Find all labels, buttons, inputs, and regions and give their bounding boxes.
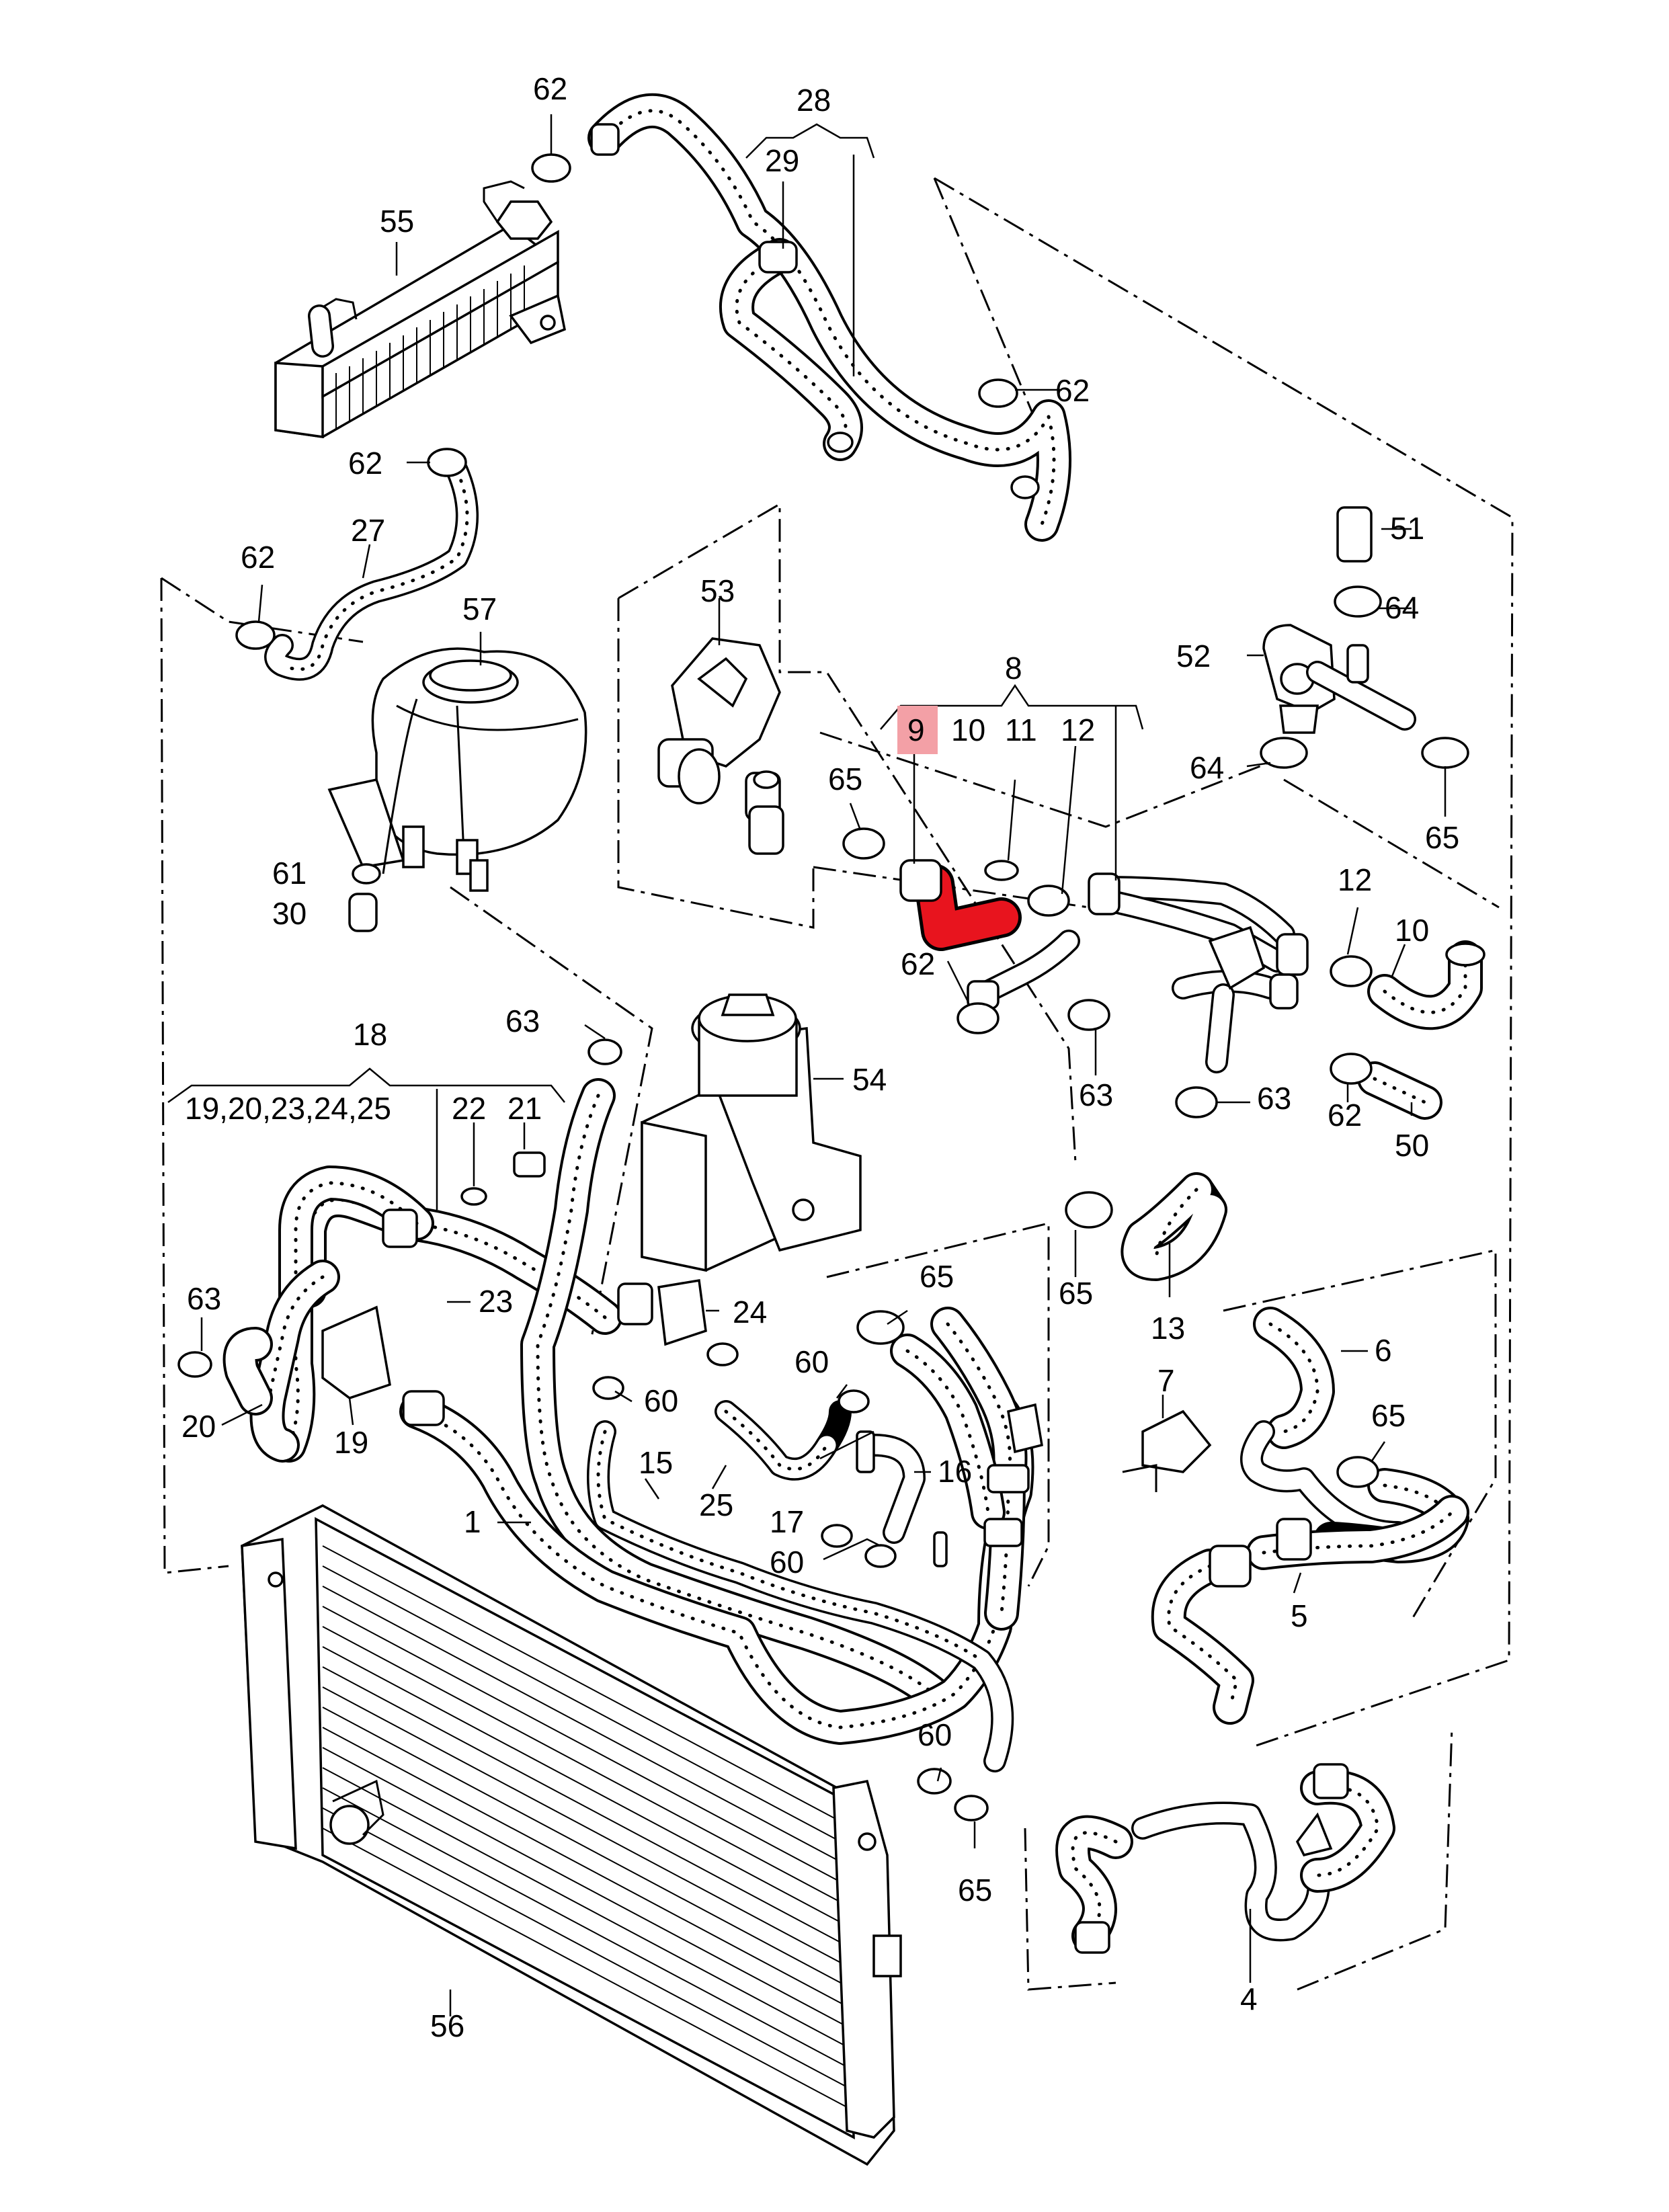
label-65: 65 <box>1425 820 1459 855</box>
label-62: 62 <box>1328 1098 1362 1133</box>
leader-lines <box>167 114 1447 2016</box>
label-28: 28 <box>797 83 831 118</box>
label-12: 12 <box>1061 712 1095 747</box>
label-65: 65 <box>958 1873 992 1908</box>
label-62: 62 <box>348 446 382 481</box>
label-64: 64 <box>1385 590 1419 625</box>
label-1: 1 <box>464 1504 481 1539</box>
label-65: 65 <box>1371 1398 1406 1433</box>
hose-28-29 <box>587 93 1071 542</box>
label-25: 25 <box>699 1487 733 1522</box>
hose-clamps <box>177 153 1469 1821</box>
oil-filter-housing-54 <box>641 993 862 1272</box>
radiator-56 <box>241 1504 902 2166</box>
expansion-tank-57 <box>327 647 587 932</box>
label-61: 61 <box>272 856 307 891</box>
label-30: 30 <box>272 896 307 931</box>
label-60: 60 <box>918 1717 952 1752</box>
label-62: 62 <box>241 540 275 575</box>
pump-53 <box>657 637 784 855</box>
cap-30 <box>348 893 378 932</box>
label-60: 60 <box>795 1344 829 1379</box>
label-27: 27 <box>351 513 385 548</box>
label-24: 24 <box>733 1295 767 1329</box>
coolant-pipe-8 <box>967 860 1309 1073</box>
label-60: 60 <box>770 1545 804 1580</box>
label-10: 10 <box>951 712 985 747</box>
label-22: 22 <box>452 1091 486 1126</box>
label-64: 64 <box>1190 750 1224 785</box>
hose-27 <box>264 304 479 681</box>
label-7: 7 <box>1157 1363 1175 1398</box>
label-17: 17 <box>770 1504 804 1539</box>
label-9-highlight-box <box>897 706 938 754</box>
label-56: 56 <box>430 2008 464 2043</box>
label-65: 65 <box>920 1259 954 1294</box>
label-12: 12 <box>1338 862 1372 897</box>
label-4: 4 <box>1240 1981 1258 2016</box>
label-54: 54 <box>852 1062 887 1097</box>
label-19-group: 19,20,23,24,25 <box>185 1091 391 1126</box>
hoses-1-15 <box>399 1078 1043 1772</box>
hoses-right-top <box>1262 506 1485 1120</box>
label-63: 63 <box>187 1281 221 1316</box>
label-62: 62 <box>1055 373 1090 408</box>
label-62: 62 <box>901 946 935 981</box>
label-63: 63 <box>1257 1081 1291 1116</box>
hoses-left-group-18 <box>222 1151 707 1463</box>
label-10: 10 <box>1395 913 1429 948</box>
label-11: 11 <box>1005 712 1037 747</box>
label-5: 5 <box>1291 1598 1308 1633</box>
label-15: 15 <box>639 1445 673 1480</box>
label-60: 60 <box>644 1383 678 1418</box>
part-labels: 62 28 29 55 62 62 27 51 62 53 64 57 52 8… <box>181 71 1459 2043</box>
hose-9-highlighted <box>899 859 1022 951</box>
label-23: 23 <box>479 1284 513 1319</box>
label-21: 21 <box>507 1091 542 1126</box>
label-55: 55 <box>380 204 414 239</box>
label-19: 19 <box>334 1425 368 1460</box>
label-9: 9 <box>907 712 925 747</box>
label-57: 57 <box>462 591 497 626</box>
label-13: 13 <box>1151 1311 1185 1346</box>
label-8: 8 <box>1005 651 1022 686</box>
hoses-right-middle <box>1121 1172 1469 1725</box>
label-53: 53 <box>700 573 735 608</box>
label-50: 50 <box>1395 1128 1429 1163</box>
label-20: 20 <box>181 1409 216 1444</box>
label-52: 52 <box>1176 639 1211 673</box>
hose-4 <box>1055 1763 1395 1954</box>
label-51: 51 <box>1390 511 1424 546</box>
egr-cooler-55 <box>274 180 567 439</box>
label-63: 63 <box>505 1003 540 1038</box>
label-63: 63 <box>1079 1077 1113 1112</box>
label-65: 65 <box>1059 1276 1093 1311</box>
label-16: 16 <box>938 1454 972 1489</box>
label-62: 62 <box>533 71 567 106</box>
label-18: 18 <box>353 1017 387 1052</box>
label-6: 6 <box>1375 1333 1392 1368</box>
label-65: 65 <box>828 762 862 796</box>
label-29: 29 <box>765 143 799 178</box>
